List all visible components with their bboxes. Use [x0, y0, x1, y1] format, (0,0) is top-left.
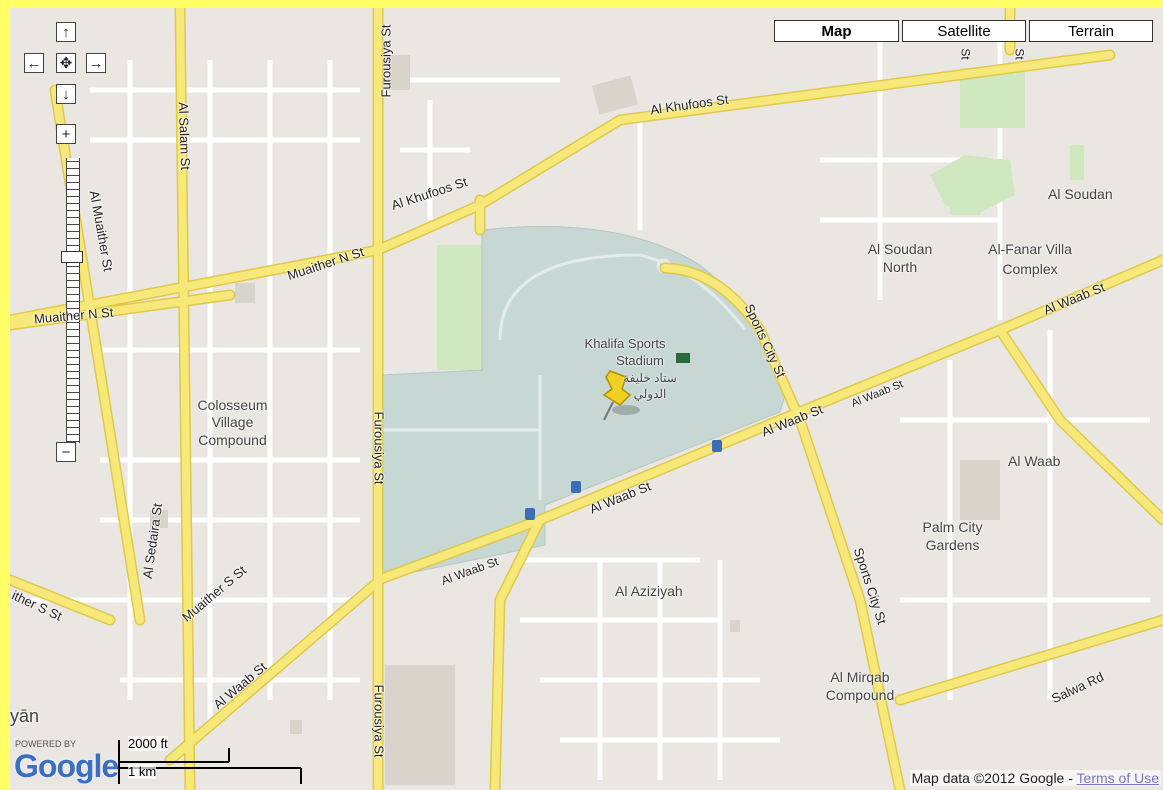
- pan-up-button[interactable]: ↑: [56, 22, 76, 42]
- map-tiles: [10, 8, 1163, 790]
- road-label: Furousiya St: [371, 684, 387, 758]
- road-label: Al Salam St: [175, 101, 194, 171]
- pan-down-button[interactable]: ↓: [56, 84, 76, 104]
- copyright-text: Map data ©2012 Google -: [911, 770, 1077, 786]
- area-label: Gardens: [925, 537, 980, 553]
- stadium-label-arabic: ستاد خليفة: [623, 371, 677, 385]
- pan-center-button[interactable]: ✥: [56, 53, 76, 73]
- scale-metric-label: 1 km: [128, 764, 157, 779]
- road-label: St: [958, 48, 973, 60]
- area-label: Al Mirqab: [830, 669, 890, 685]
- stadium-label-arabic: الدولي: [633, 387, 667, 401]
- scale-bar: [118, 740, 302, 784]
- area-label: Al Waab: [1008, 453, 1061, 469]
- map-type-satellite-button[interactable]: Satellite: [902, 20, 1026, 42]
- area-label: Palm City: [922, 519, 983, 535]
- stadium-label: Khalifa Sports: [584, 336, 666, 351]
- zoom-in-button[interactable]: +: [56, 124, 76, 144]
- zoom-slider[interactable]: [66, 158, 80, 443]
- map-type-map-button[interactable]: Map: [774, 20, 899, 42]
- area-label: Al Soudan: [867, 241, 933, 257]
- map-type-terrain-button[interactable]: Terrain: [1029, 20, 1153, 42]
- zoom-slider-handle[interactable]: [61, 251, 83, 263]
- area-label: Al Aziziyah: [615, 583, 683, 599]
- copyright-notice: Map data ©2012 Google - Terms of Use: [909, 770, 1161, 786]
- location-pin-icon[interactable]: [596, 365, 646, 425]
- area-label: North: [882, 259, 918, 275]
- area-label: Al Soudan: [1048, 186, 1113, 202]
- road-label: Furousiya St: [371, 411, 387, 485]
- road-label: St: [1012, 48, 1027, 60]
- road-label: Furousiya St: [378, 24, 394, 98]
- google-logo[interactable]: Google: [14, 748, 119, 784]
- pan-right-button[interactable]: →: [86, 53, 106, 73]
- area-label: Al-Fanar Villa: [988, 241, 1072, 257]
- powered-by-text: POWERED BY: [15, 739, 77, 749]
- map-canvas[interactable]: Map Satellite Terrain ↑ ← ✥ → ↓ + − Al K…: [10, 8, 1163, 790]
- area-label: Village: [211, 414, 254, 430]
- zoom-out-button[interactable]: −: [56, 442, 76, 462]
- stadium-label: Stadium: [616, 353, 664, 368]
- area-label: Compound: [825, 687, 895, 703]
- pan-left-button[interactable]: ←: [24, 53, 44, 73]
- area-label: Colosseum: [197, 397, 268, 413]
- terms-of-use-link[interactable]: Terms of Use: [1076, 770, 1159, 786]
- area-label: Compound: [198, 432, 267, 448]
- scale-imperial-label: 2000 ft: [128, 736, 168, 751]
- area-label: yān: [10, 706, 40, 726]
- area-label: Complex: [1002, 261, 1058, 277]
